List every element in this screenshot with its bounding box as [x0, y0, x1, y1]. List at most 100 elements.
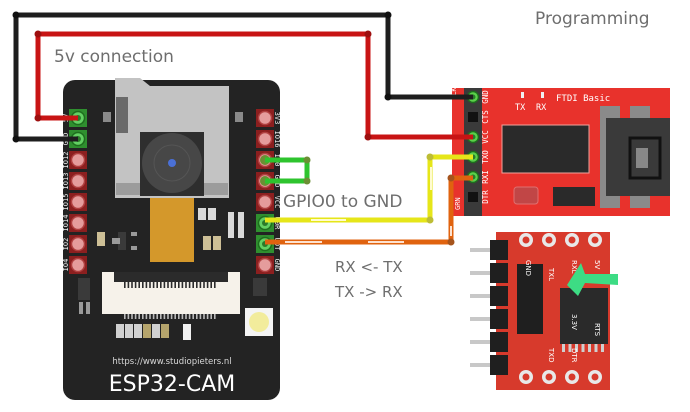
esp32-pin-label: IO2	[62, 238, 70, 251]
chip-leg	[575, 344, 578, 352]
ftdi-basic-board: FTDI Basic TX RX BLK GRN GNDCTSVCCTXORXI…	[450, 87, 670, 216]
fpc-tooth	[156, 314, 158, 319]
ftdi-leds: TX RX	[515, 92, 547, 113]
adapter-label-5v: 5V	[593, 260, 601, 269]
adapter-label-gnd: GND	[524, 260, 532, 276]
esp32-pin-label: IO4	[62, 259, 70, 272]
adapter-header-housing	[490, 240, 508, 260]
fpc-tooth	[178, 282, 180, 288]
ftdi-pin-label: GND	[481, 90, 490, 104]
smd-components	[78, 208, 267, 314]
adapter-label-txl: TXL	[547, 267, 555, 281]
fpc-tooth	[199, 282, 202, 288]
esp32-pin-io12: IO12	[62, 151, 87, 169]
fpc-tooth	[210, 282, 212, 288]
camera-lens-icon	[168, 159, 176, 167]
adapter-header-housing	[490, 263, 508, 283]
esp32-pin-io2: IO2	[62, 235, 87, 253]
esp32-pin-io16: IO16	[256, 130, 281, 148]
chip-leg	[562, 344, 565, 352]
ftdi-crystal	[553, 187, 595, 206]
camera-ribbon	[150, 198, 194, 262]
fpc-tooth	[145, 314, 148, 319]
fpc-tooth	[127, 282, 130, 288]
fpc-tooth	[142, 282, 144, 288]
fpc-tooth	[206, 314, 209, 319]
chip-leg	[601, 344, 604, 352]
fpc-tooth	[203, 282, 205, 288]
five-v-connection-label: 5v connection	[54, 47, 174, 67]
esp32-pin-label: IO13	[62, 173, 70, 190]
esp32-pin-label: IO14	[62, 215, 70, 232]
fpc-tooth	[188, 314, 191, 319]
ftdi-chip	[501, 124, 590, 174]
fpc-tooth	[203, 314, 205, 319]
esp32-pin-label: VCC	[273, 196, 281, 209]
esp32-pin-label: IO12	[62, 152, 70, 169]
esp32-pin-label: IO15	[62, 194, 70, 211]
fpc-tooth	[174, 314, 176, 319]
fpc-tooth	[185, 282, 187, 288]
fpc-tooth	[124, 314, 126, 319]
wire-green-gpio0-jumper	[265, 157, 310, 184]
adapter-header-pin	[470, 363, 500, 367]
esp32-pin-vcc: VCC	[256, 193, 281, 211]
fpc-tooth	[192, 282, 194, 288]
fpc-tooth	[127, 314, 130, 319]
esp32-pin-label: IO16	[273, 131, 281, 148]
camera-module	[140, 132, 204, 196]
adapter-header-housing	[490, 309, 508, 329]
fpc-tooth	[206, 282, 209, 288]
esp32-pin-io4: IO4	[62, 256, 87, 274]
programming-title: Programming	[535, 9, 650, 29]
fpc-tooth	[134, 314, 137, 319]
fpc-tooth	[199, 314, 202, 319]
fpc-tooth	[152, 314, 155, 319]
gpio0-to-gnd-label: GPIO0 to GND	[283, 192, 403, 212]
fpc-tooth	[178, 314, 180, 319]
adapter-header-pins	[470, 240, 508, 375]
fpc-tooth	[131, 314, 133, 319]
esp32-pin-label: 3V3	[273, 112, 281, 125]
annotation-arrow-icon	[567, 263, 618, 296]
fpc-tooth	[138, 314, 140, 319]
fpc-tooth	[196, 282, 198, 288]
fpc-tooth	[192, 314, 194, 319]
chip-leg	[581, 344, 585, 352]
esp32-cam-board: https://www.studiopieters.nl ESP32-CAM 5…	[62, 78, 281, 400]
fpc-tooth	[142, 314, 144, 319]
fpc-tooth	[167, 314, 169, 319]
adapter-label-dtr: DTR	[570, 348, 578, 363]
ftdi-tx-led-label: TX	[515, 103, 526, 113]
esp32-pin-3v3: 3V3	[256, 109, 281, 127]
esp32-pin-io15: IO15	[62, 193, 87, 211]
fpc-tooth	[163, 282, 166, 288]
adapter-label-vcc: VCC	[616, 325, 624, 340]
adapter-header-pin	[470, 317, 500, 321]
fpc-tooth	[196, 314, 198, 319]
fpc-tooth	[138, 282, 140, 288]
fpc-tooth	[214, 314, 216, 319]
fpc-tooth	[149, 314, 151, 319]
esp32-pin-io13: IO13	[62, 172, 87, 190]
esp32-pin-io14: IO14	[62, 214, 87, 232]
ftdi-pin-label: VCC	[481, 130, 490, 144]
fpc-tooth	[134, 282, 137, 288]
adapter-header-housing	[490, 355, 508, 375]
ftdi-component	[513, 186, 539, 205]
adapter-header-pin	[470, 340, 500, 344]
adapter-label-3v3: 3.3V	[570, 314, 578, 330]
ftdi-pin-dtr: DTR	[468, 190, 490, 204]
esp32-title: ESP32-CAM	[109, 372, 235, 397]
fpc-tooth	[174, 282, 176, 288]
fpc-tooth	[185, 314, 187, 319]
bottom-components	[116, 324, 191, 340]
adapter-chip	[560, 288, 608, 344]
chip-leg	[568, 344, 572, 352]
rx-tx-label-line2: TX -> RX	[334, 283, 403, 301]
fpc-tooth	[210, 314, 212, 319]
ftdi-pin-label: DTR	[481, 190, 490, 204]
esp32-pin-u0r: U0R	[256, 214, 281, 232]
ftdi-adapter-photo: TXL GND RXL 5V TXD DTR 3.3V RTS VCC	[470, 232, 624, 390]
